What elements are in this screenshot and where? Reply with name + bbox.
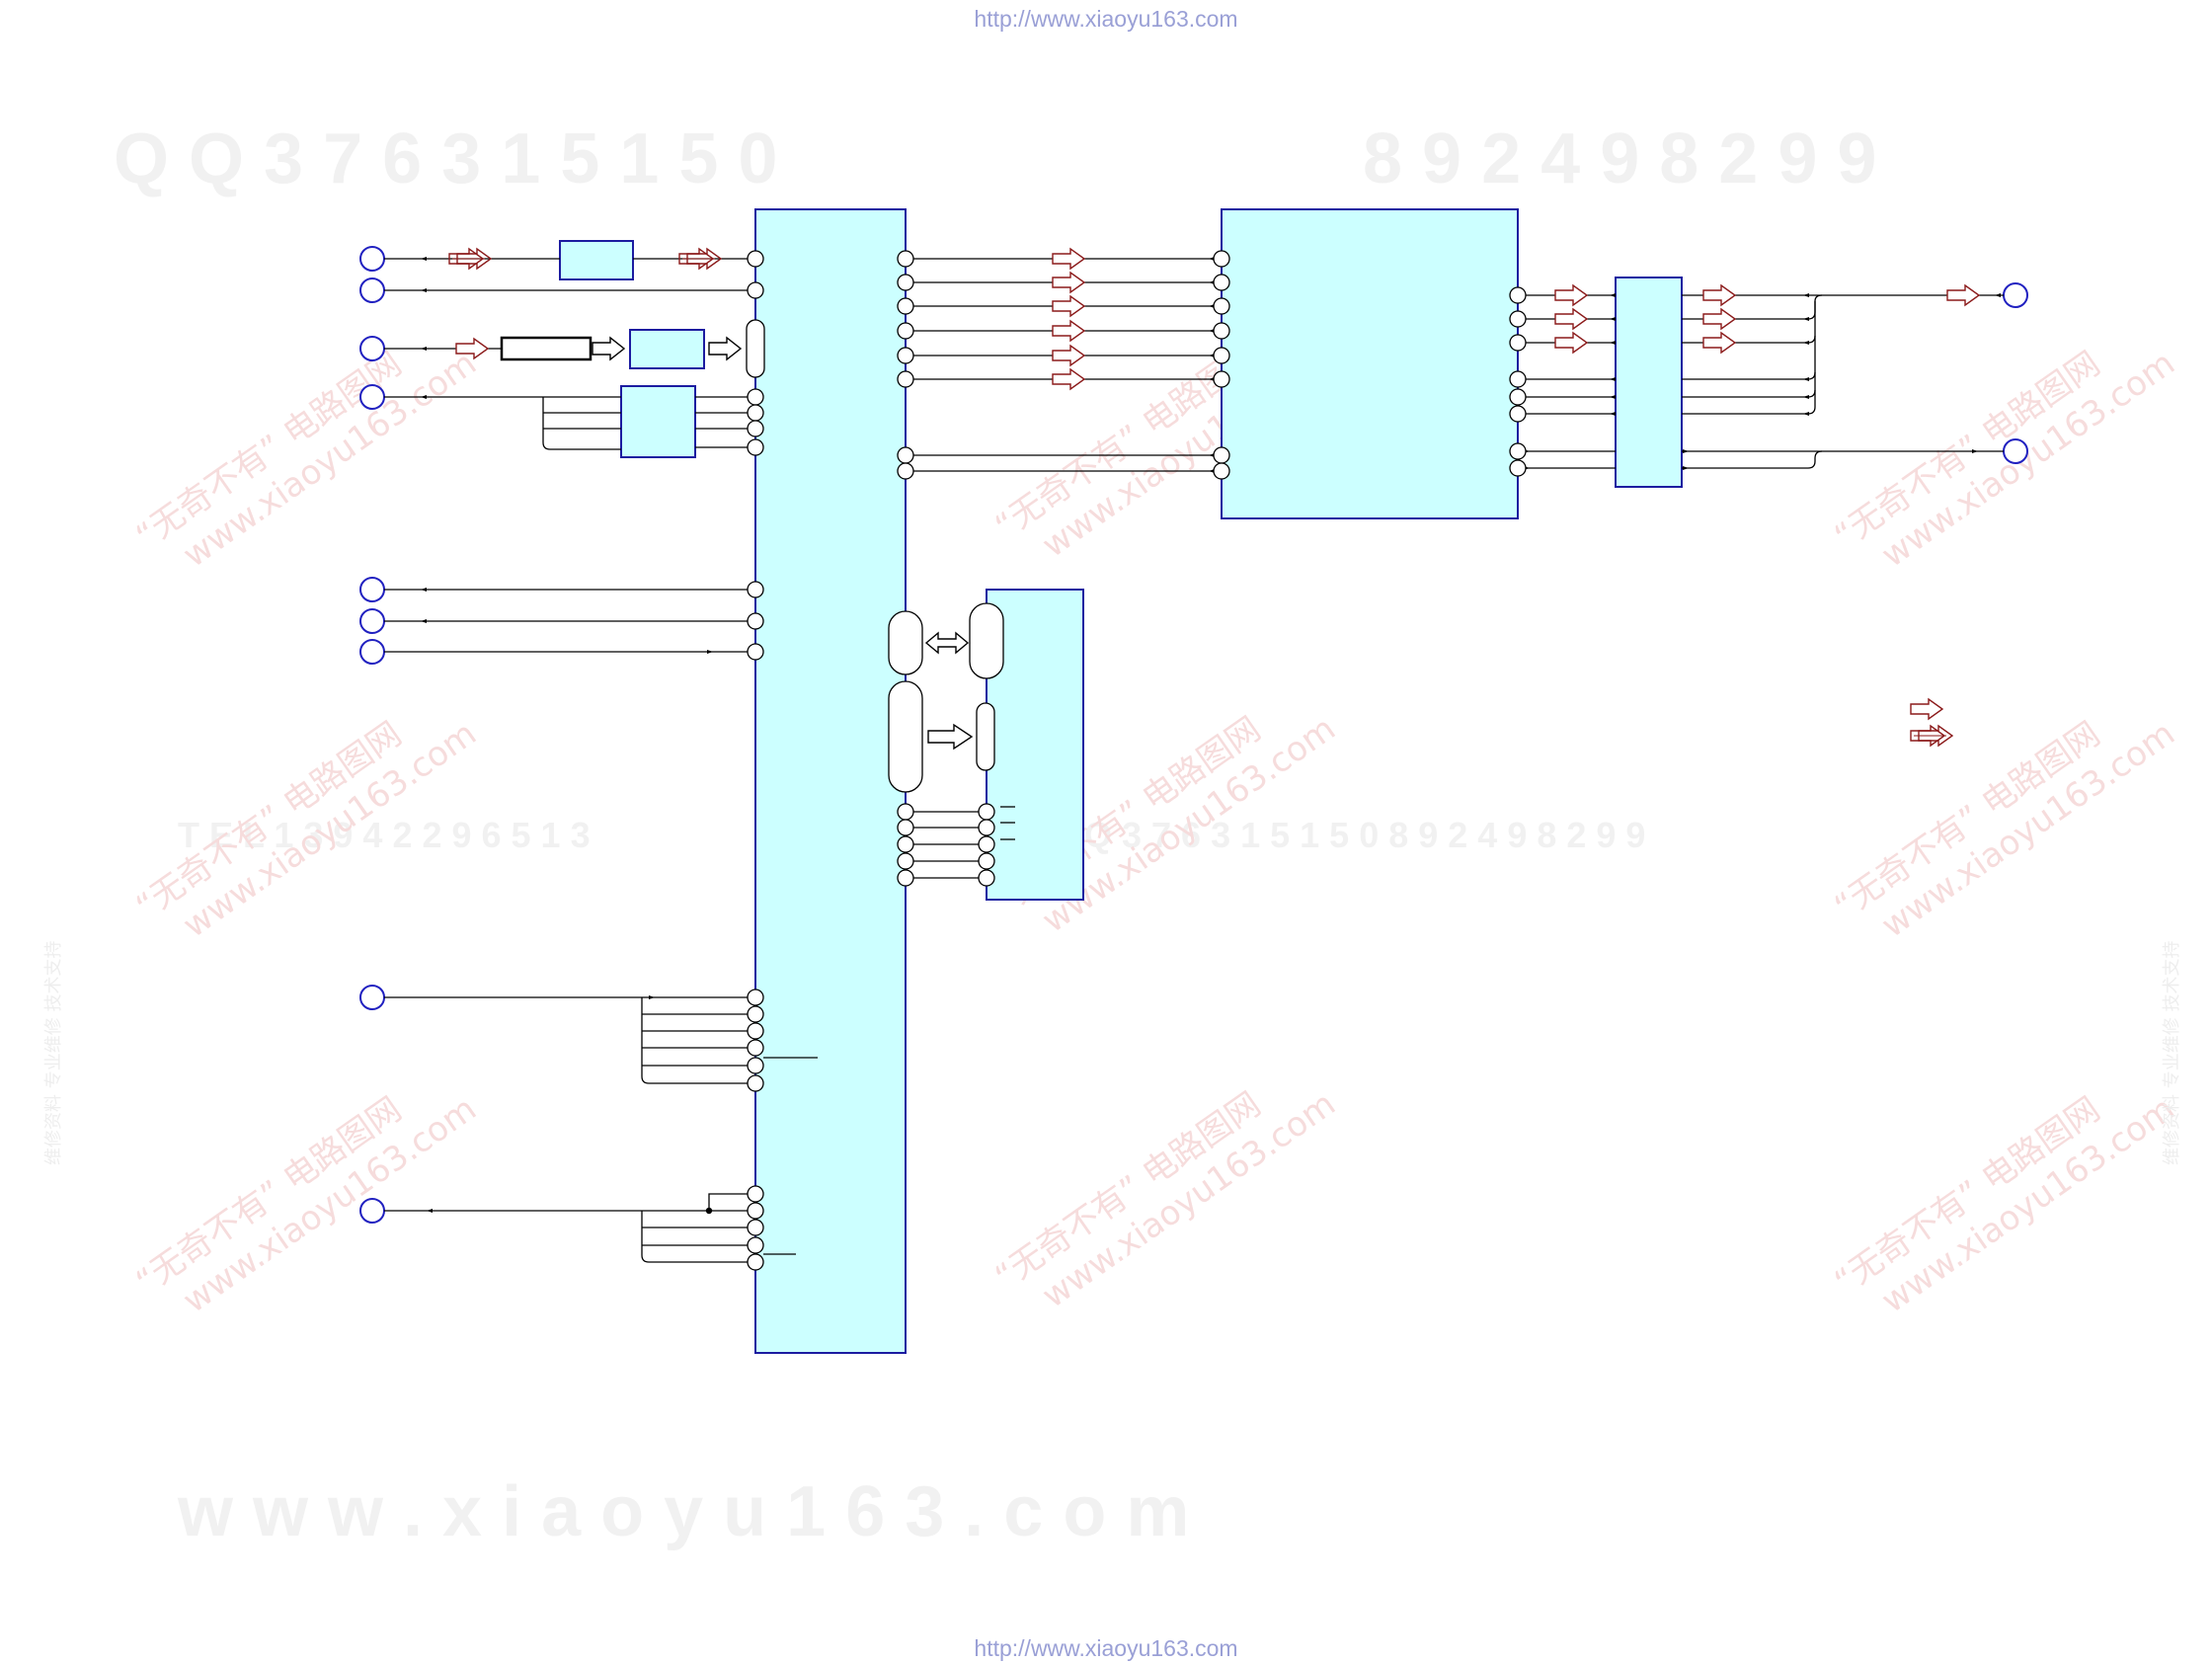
pin — [1509, 310, 1527, 328]
pin — [978, 835, 995, 853]
pin — [747, 989, 764, 1006]
pin — [1213, 250, 1230, 268]
pin — [897, 462, 914, 480]
converter-block — [629, 329, 705, 369]
pin — [1213, 462, 1230, 480]
pin — [897, 803, 914, 821]
bus-port — [976, 702, 995, 771]
pin — [747, 1039, 764, 1057]
pin — [1509, 442, 1527, 460]
pin — [1213, 297, 1230, 315]
terminal — [359, 639, 385, 665]
pin — [897, 322, 914, 340]
pin — [978, 869, 995, 887]
pin — [1509, 459, 1527, 477]
pin — [897, 819, 914, 836]
pin — [747, 643, 764, 661]
pin — [897, 347, 914, 364]
pin — [1509, 388, 1527, 406]
pin — [1509, 405, 1527, 423]
watermark-site: w w w . x i a o y u 1 6 3 . c o m — [178, 1472, 1190, 1551]
pin — [1509, 370, 1527, 388]
pin — [747, 1022, 764, 1040]
pin — [978, 852, 995, 870]
pin — [747, 1219, 764, 1236]
bus-port — [888, 680, 923, 793]
main-ic-block — [754, 208, 907, 1354]
pin — [747, 1185, 764, 1203]
terminal — [2003, 282, 2028, 308]
pin — [747, 1057, 764, 1074]
input-buffer-block — [559, 240, 634, 280]
pin — [978, 819, 995, 836]
bus-port — [888, 610, 923, 675]
right-ic-block — [1221, 208, 1519, 519]
pin — [747, 388, 764, 406]
switch-block — [620, 385, 696, 458]
pin — [1509, 286, 1527, 304]
footer-url: http://www.xiaoyu163.com — [974, 1635, 1238, 1661]
terminal — [359, 336, 385, 361]
pin — [747, 1074, 764, 1092]
pin — [1213, 322, 1230, 340]
connector-block — [500, 336, 592, 361]
pin — [747, 581, 764, 598]
pin — [747, 1005, 764, 1023]
pin — [747, 281, 764, 299]
pin — [897, 869, 914, 887]
pin — [897, 250, 914, 268]
pin — [1509, 334, 1527, 352]
terminal — [359, 577, 385, 602]
pin — [897, 446, 914, 464]
pin — [747, 438, 764, 456]
legend-double-arrow — [1910, 725, 1953, 747]
pin — [747, 420, 764, 437]
terminal — [359, 608, 385, 634]
pin — [1213, 274, 1230, 291]
pin — [897, 297, 914, 315]
header-url: http://www.xiaoyu163.com — [974, 6, 1238, 32]
watermark-number: 8 9 2 4 9 8 2 9 9 — [1363, 119, 1877, 198]
bidirectional-arrow — [924, 631, 970, 655]
terminal — [359, 384, 385, 410]
pin — [747, 1236, 764, 1254]
watermark-qq-mid: Q Q 3 7 6 3 1 5 1 5 0 8 9 2 4 9 8 2 9 9 — [1047, 815, 1646, 855]
pin — [747, 404, 764, 422]
terminal — [359, 985, 385, 1010]
pin — [1213, 446, 1230, 464]
pin — [897, 370, 914, 388]
terminal — [359, 246, 385, 272]
terminal — [359, 1198, 385, 1224]
terminal — [2003, 438, 2028, 464]
pin — [897, 274, 914, 291]
pin — [747, 612, 764, 630]
bus-port — [746, 319, 765, 378]
pin — [897, 835, 914, 853]
pin — [747, 1202, 764, 1220]
terminal — [359, 277, 385, 303]
watermark-tel: T E L 1 3 9 4 2 2 9 6 5 1 3 — [178, 815, 591, 855]
bus-port — [969, 602, 1004, 679]
pin — [897, 852, 914, 870]
pin — [1213, 370, 1230, 388]
legend-signal-arrow — [1910, 698, 1943, 720]
junction-dot — [705, 1207, 713, 1215]
pin — [978, 803, 995, 821]
pin — [747, 250, 764, 268]
watermark-qq: Q Q 3 7 6 3 1 5 1 5 0 — [114, 119, 778, 198]
pin — [1213, 347, 1230, 364]
buffer-ic-block — [1615, 277, 1683, 488]
pin — [747, 1253, 764, 1271]
